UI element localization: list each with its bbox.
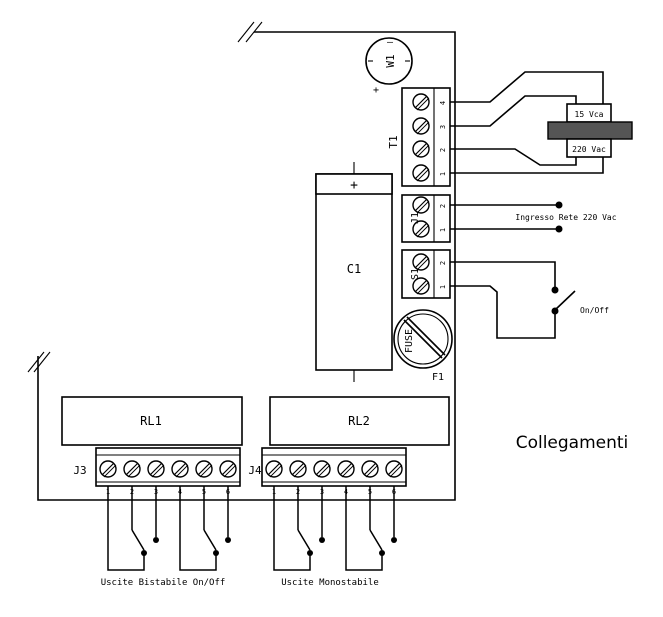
- j3-screw-6: [219, 460, 237, 478]
- t1-screw-1: [412, 93, 430, 111]
- j4-screw-6: [385, 460, 403, 478]
- monostable-outputs-label: Uscite Monostabile: [281, 578, 379, 588]
- j4-screw-1: [265, 460, 283, 478]
- j1-terminal-number: 2: [439, 204, 447, 208]
- j4-screw-2: [289, 460, 307, 478]
- c1-plus-label: +: [350, 178, 358, 193]
- relay-rl2: RL2: [269, 396, 450, 446]
- j3-screw-5: [195, 460, 213, 478]
- t1-screw-3: [412, 140, 430, 158]
- transformer: 15 Vca 220 Vac: [547, 103, 633, 158]
- terminal-block-t1: 4 3 2 1 T1: [387, 87, 451, 187]
- transformer-secondary-label: 15 Vca: [575, 110, 604, 119]
- capacitor-c1: + C1: [315, 162, 393, 382]
- t1-label: T1: [387, 135, 400, 148]
- terminal-block-s1: 2 1 S1: [401, 249, 451, 299]
- diagram-title: Collegamenti: [516, 433, 629, 453]
- j3-screw-1: [99, 460, 117, 478]
- t1-screw-4: [412, 164, 430, 182]
- transformer-core: [547, 121, 633, 140]
- transformer-primary-label: 220 Vac: [572, 145, 606, 154]
- f1-label: F1: [432, 372, 444, 383]
- j3-screw-3: [147, 460, 165, 478]
- t1-terminal-number: 2: [439, 148, 447, 152]
- j1-label: J1: [410, 212, 421, 224]
- w1-label: W1: [384, 54, 397, 67]
- s1-terminal-number: 2: [439, 261, 447, 265]
- j1-screw-1: [412, 196, 430, 214]
- buzzer-w1: W1 – +: [365, 37, 413, 96]
- j4-screw-3: [313, 460, 331, 478]
- relay-rl1: RL1: [61, 396, 243, 446]
- w1-minus: –: [387, 37, 394, 48]
- t1-screw-2: [412, 117, 430, 135]
- s1-label: S1: [410, 268, 421, 280]
- j3-label: J3: [73, 464, 86, 477]
- s1-screw-2: [412, 277, 430, 295]
- switch-label: On/Off: [580, 306, 609, 315]
- rl1-label: RL1: [140, 414, 162, 428]
- mains-wires: Ingresso Rete 220 Vac: [450, 201, 617, 233]
- pcb-outline: [27, 21, 456, 501]
- t1-terminal-number: 4: [439, 101, 447, 105]
- fuse-label: FUSE: [404, 329, 415, 353]
- fuse-f1: FUSE F1: [393, 309, 453, 383]
- j4-screw-4: [337, 460, 355, 478]
- j1-screw-2: [412, 220, 430, 238]
- transformer-wires: [450, 71, 604, 174]
- j3-screw-4: [171, 460, 189, 478]
- c1-label: C1: [347, 262, 361, 276]
- mains-input-label: Ingresso Rete 220 Vac: [515, 213, 616, 222]
- j3-screw-2: [123, 460, 141, 478]
- j4-screw-5: [361, 460, 379, 478]
- t1-terminal-number: 3: [439, 125, 447, 129]
- t1-terminal-number: 1: [439, 172, 447, 176]
- j1-terminal-number: 1: [439, 228, 447, 232]
- output-wires: [107, 486, 397, 571]
- switch-wires: On/Off: [450, 261, 609, 339]
- s1-terminal-number: 1: [439, 285, 447, 289]
- terminal-block-j1: 2 1 J1: [401, 194, 451, 243]
- bistable-outputs-label: Uscite Bistabile On/Off: [101, 578, 226, 588]
- j4-label: J4: [248, 464, 262, 477]
- s1-screw-1: [412, 253, 430, 271]
- w1-plus: +: [373, 85, 379, 96]
- rl2-label: RL2: [348, 414, 370, 428]
